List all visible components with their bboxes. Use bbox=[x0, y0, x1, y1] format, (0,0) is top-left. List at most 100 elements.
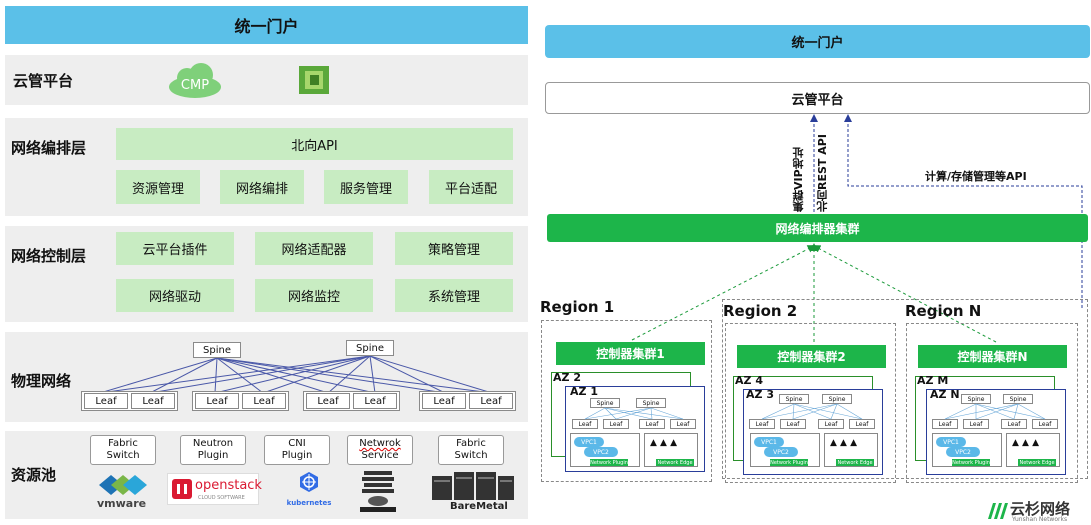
firewall-icon bbox=[358, 469, 398, 513]
orch-item-service: 服务管理 bbox=[324, 170, 408, 204]
mini-leaf: Leaf bbox=[849, 419, 875, 429]
network-plugin-tag: Network Plugin bbox=[590, 459, 628, 466]
mini-leaf-label: Leaf bbox=[1038, 420, 1052, 428]
leaf-switch: Leaf bbox=[195, 393, 239, 409]
northbound-api-box: 北向API bbox=[116, 128, 513, 160]
plugin-line1: Fabric bbox=[108, 438, 138, 449]
orchestrator-cluster-label: 网络编排器集群 bbox=[775, 221, 860, 236]
mini-leaf-label: Leaf bbox=[578, 420, 592, 428]
plugin-line2: Switch bbox=[454, 450, 488, 461]
physical-network-layer: 物理网络 Spine Spine Leaf Leaf Leaf Leaf Lea… bbox=[5, 332, 528, 422]
mini-leaf-label: Leaf bbox=[755, 420, 769, 428]
compute-api-label: 计算/存储管理等API bbox=[925, 170, 1027, 183]
orch-item-label: 资源管理 bbox=[131, 181, 184, 197]
az-back-label: AZ 4 bbox=[735, 374, 763, 387]
network-edge-label: Network Edge bbox=[837, 459, 873, 466]
mini-leaf-label: Leaf bbox=[855, 420, 869, 428]
az-front-label: AZ 3 bbox=[746, 388, 774, 401]
controller-cluster-2: 控制器集群2 bbox=[737, 345, 886, 368]
leaf-switch: Leaf bbox=[469, 393, 513, 409]
baremetal-text: BareMetal bbox=[450, 501, 508, 512]
mini-leaf-label: Leaf bbox=[609, 420, 623, 428]
region-1-label: Region 1 bbox=[540, 298, 615, 316]
orch-item-label: 平台适配 bbox=[444, 181, 497, 197]
right-cloud-mgmt-box: 云管平台 bbox=[545, 82, 1090, 114]
plugin-fabric-switch: Fabric Switch bbox=[90, 435, 156, 465]
leaf-label: Leaf bbox=[253, 395, 275, 407]
network-plugin-tag: Network Plugin bbox=[952, 459, 990, 466]
mini-leaf: Leaf bbox=[639, 419, 665, 429]
regions-outer-frame bbox=[722, 299, 1088, 479]
mini-leaf: Leaf bbox=[670, 419, 696, 429]
vpc1-label: VPC1 bbox=[943, 438, 959, 446]
vpc2-label: VPC2 bbox=[593, 448, 609, 456]
plugin-line1: Neutron bbox=[192, 438, 234, 449]
mini-spine: Spine bbox=[1003, 394, 1033, 404]
plugin-line1: Netwrok bbox=[359, 438, 401, 449]
brand-logo-icon bbox=[986, 499, 1008, 521]
vpc2-cloud: VPC2 bbox=[764, 447, 798, 457]
leaf-switch: Leaf bbox=[306, 393, 350, 409]
mini-leaf-label: Leaf bbox=[676, 420, 690, 428]
plugin-line2: Plugin bbox=[281, 450, 313, 461]
vpc1-cloud: VPC1 bbox=[936, 437, 966, 447]
mini-leaf: Leaf bbox=[963, 419, 989, 429]
spine-switch: Spine bbox=[193, 342, 241, 358]
northbound-api-label: 北向API bbox=[291, 138, 338, 154]
controller-label: 控制器集群2 bbox=[777, 350, 846, 364]
mini-spine-label: Spine bbox=[596, 399, 614, 407]
spine-switch: Spine bbox=[346, 340, 394, 356]
ctrl-item-label: 策略管理 bbox=[427, 243, 480, 258]
left-portal-label: 统一门户 bbox=[234, 17, 299, 36]
physical-title: 物理网络 bbox=[11, 372, 72, 390]
control-title: 网络控制层 bbox=[11, 247, 87, 265]
leaf-switch: Leaf bbox=[84, 393, 128, 409]
ctrl-item-system: 系统管理 bbox=[395, 279, 513, 312]
ctrl-item-network-driver: 网络驱动 bbox=[116, 279, 234, 312]
cmp-app-icon bbox=[297, 64, 331, 96]
orch-item-label: 服务管理 bbox=[339, 181, 392, 197]
right-portal-label: 统一门户 bbox=[791, 36, 844, 51]
cloud-mgmt-layer: 云管平台 CMP bbox=[5, 55, 528, 105]
plugin-neutron: Neutron Plugin bbox=[180, 435, 246, 465]
orch-item-platform: 平台适配 bbox=[429, 170, 513, 204]
mini-leaf: Leaf bbox=[780, 419, 806, 429]
leaf-switch: Leaf bbox=[422, 393, 466, 409]
right-cloud-mgmt-label: 云管平台 bbox=[791, 92, 844, 108]
plugin-network-service: Netwrok Service bbox=[347, 435, 413, 465]
cloud-mgmt-title: 云管平台 bbox=[13, 72, 74, 90]
right-portal-banner: 统一门户 bbox=[545, 25, 1090, 58]
orchestration-title: 网络编排层 bbox=[11, 139, 87, 157]
orchestrator-cluster-bar: 网络编排器集群 bbox=[547, 214, 1088, 242]
mini-leaf-label: Leaf bbox=[645, 420, 659, 428]
region-1-frame bbox=[541, 320, 712, 482]
leaf-switch: Leaf bbox=[353, 393, 397, 409]
mini-leaf: Leaf bbox=[818, 419, 844, 429]
mini-leaf: Leaf bbox=[1032, 419, 1058, 429]
edge-devices-icon: ▲ ▲ ▲ bbox=[830, 438, 858, 448]
mini-spine: Spine bbox=[636, 398, 666, 408]
region-2-frame bbox=[725, 323, 896, 483]
leaf-label: Leaf bbox=[364, 395, 386, 407]
orchestration-layer: 网络编排层 北向API 资源管理 网络编排 服务管理 平台适配 bbox=[5, 118, 528, 216]
leaf-label: Leaf bbox=[142, 395, 164, 407]
mini-spine-label: Spine bbox=[828, 395, 846, 403]
edge-devices-icon: ▲ ▲ ▲ bbox=[1012, 438, 1040, 448]
mini-spine-label: Spine bbox=[785, 395, 803, 403]
mini-leaf: Leaf bbox=[603, 419, 629, 429]
controller-cluster-n: 控制器集群N bbox=[918, 345, 1067, 368]
cmp-cloud-icon: CMP bbox=[165, 61, 225, 99]
kubernetes-text: kubernetes bbox=[286, 499, 332, 507]
network-edge-tag: Network Edge bbox=[656, 459, 694, 466]
leaf-switch: Leaf bbox=[242, 393, 286, 409]
mini-leaf: Leaf bbox=[1001, 419, 1027, 429]
vmware-text: vmware bbox=[97, 497, 147, 510]
mini-leaf-label: Leaf bbox=[824, 420, 838, 428]
mini-leaf-label: Leaf bbox=[969, 420, 983, 428]
control-layer: 网络控制层 云平台插件 网络适配器 策略管理 网络驱动 网络监控 系统管理 bbox=[5, 226, 528, 322]
ctrl-item-label: 网络适配器 bbox=[281, 243, 347, 258]
kubernetes-logo: kubernetes bbox=[286, 471, 332, 515]
ctrl-item-policy: 策略管理 bbox=[395, 232, 513, 265]
